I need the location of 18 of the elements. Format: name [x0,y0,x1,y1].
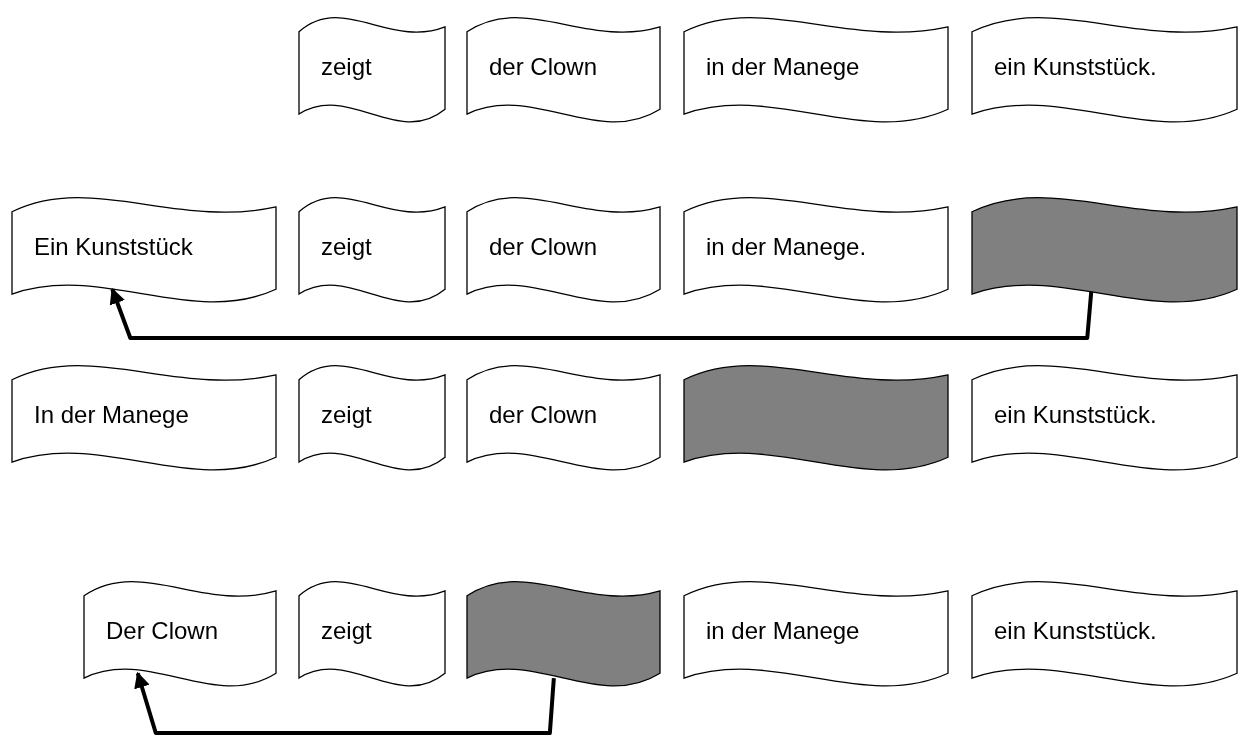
banner-text: zeigt [321,615,372,646]
banner-text: der Clown [489,51,598,82]
banner-text: in der Manege [706,615,860,646]
banner-text: der Clown [489,399,598,430]
banner-text: zeigt [321,399,372,430]
banner-text: in der Manege. [706,231,867,262]
banner-text: In der Manege [34,399,189,430]
banner-text: Ein Kunststück [34,231,193,262]
banner-text: ein Kunststück. [994,615,1157,646]
banner-text: ein Kunststück. [994,399,1157,430]
banner-text: der Clown [489,231,598,262]
banner-text: zeigt [321,231,372,262]
banner-text: in der Manege [706,51,860,82]
arrow [134,671,556,735]
banner-text: Der Clown [106,615,219,646]
banner-text: zeigt [321,51,372,82]
arrow [109,287,1094,340]
banner-text: ein Kunststück. [994,51,1157,82]
